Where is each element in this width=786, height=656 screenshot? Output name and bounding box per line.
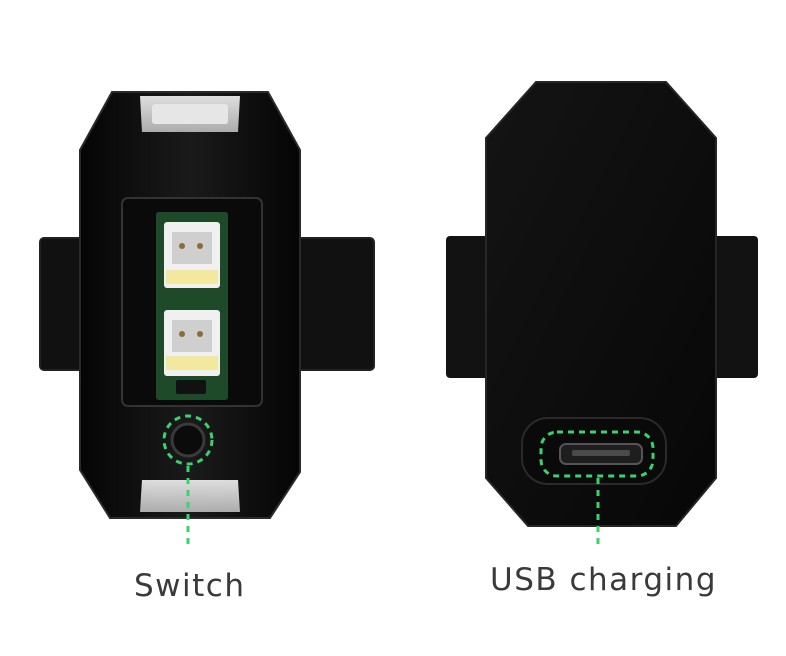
back-device-body (485, 81, 717, 527)
front-device (39, 91, 375, 550)
pcb-chip (176, 380, 206, 394)
top-lens-inner (152, 104, 228, 124)
bottom-lens (140, 480, 240, 512)
switch-callout-circle (162, 414, 214, 466)
usb-callout-box (539, 430, 655, 478)
switch-label: Switch (134, 568, 246, 604)
back-device (446, 81, 758, 548)
usb-charging-label: USB charging (490, 562, 717, 598)
switch-button (170, 422, 206, 458)
